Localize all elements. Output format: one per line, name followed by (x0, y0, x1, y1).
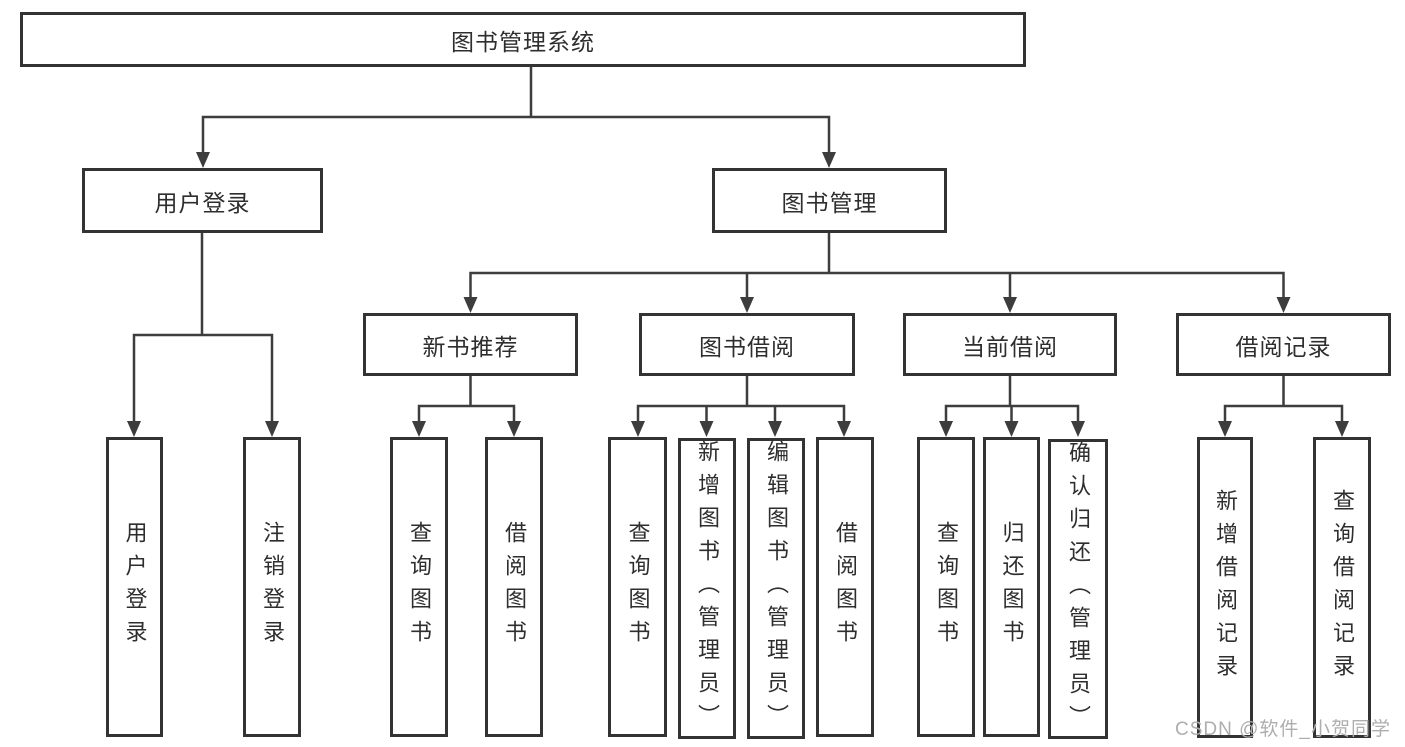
node-book-borrowing: 图书借阅 (639, 313, 855, 376)
leaf-label: 用户登录 (122, 521, 148, 653)
leaf-confirm-return-admin: 确认归还（管理员） (1048, 439, 1108, 739)
wire-mgmt-to-level3 (469, 231, 1285, 299)
arrowheads-level3 (463, 297, 1291, 313)
wire-root-to-level2 (201, 65, 831, 154)
node-book-management: 图书管理 (712, 168, 947, 233)
leaf-label: 注销登录 (260, 521, 285, 653)
leaf-label: 新增图书（管理员） (695, 440, 720, 737)
node-borrowing-records: 借阅记录 (1176, 313, 1391, 376)
leaf-user-login: 用户登录 (106, 437, 163, 737)
leaf-query-borrow-record: 查询借阅记录 (1313, 437, 1371, 738)
arrowheads-records (1218, 421, 1349, 437)
leaf-borrow-books-recommend: 借阅图书 (485, 437, 543, 737)
leaf-label: 查询图书 (625, 521, 651, 653)
leaf-logout: 注销登录 (243, 437, 301, 737)
arrowheads-login (127, 421, 279, 437)
leaf-label: 查询借阅记录 (1330, 488, 1355, 687)
node-label: 用户登录 (154, 189, 251, 216)
node-label: 当前借阅 (962, 333, 1058, 360)
wire-borrowing-to-leaves (636, 374, 846, 423)
node-label: 图书管理 (781, 189, 878, 216)
arrowheads-level2 (196, 152, 836, 168)
leaf-add-borrow-record: 新增借阅记录 (1197, 437, 1253, 738)
leaf-label: 查询图书 (407, 521, 432, 653)
leaf-return-books: 归还图书 (983, 437, 1040, 737)
leaf-label: 编辑图书（管理员） (764, 440, 789, 737)
leaf-add-book-admin: 新增图书（管理员） (678, 438, 736, 739)
leaf-query-books-borrowing: 查询图书 (608, 437, 667, 737)
leaf-borrow-books-borrowing: 借阅图书 (816, 437, 874, 737)
node-label: 图书借阅 (699, 333, 795, 360)
leaf-label: 确认归还（管理员） (1066, 440, 1091, 738)
leaf-edit-book-admin: 编辑图书（管理员） (747, 438, 805, 739)
wire-current-to-leaves (944, 374, 1080, 423)
node-label: 图书管理系统 (451, 28, 595, 55)
watermark-text: CSDN @软件_小贺同学 (1175, 719, 1391, 740)
leaf-label: 归还图书 (999, 521, 1025, 653)
leaf-query-books-recommend: 查询图书 (390, 437, 448, 737)
wire-records-to-leaves (1223, 374, 1344, 423)
leaf-label: 借阅图书 (502, 521, 527, 653)
leaf-label: 查询图书 (934, 521, 959, 653)
node-library-system: 图书管理系统 (20, 12, 1026, 67)
arrowheads-borrowing (631, 421, 851, 437)
wire-recommend-to-leaves (417, 374, 516, 423)
node-label: 借阅记录 (1235, 333, 1332, 360)
node-user-login: 用户登录 (82, 168, 323, 233)
leaf-label: 借阅图书 (833, 521, 858, 653)
leaf-query-books-current: 查询图书 (917, 437, 975, 737)
node-current-borrowing: 当前借阅 (903, 313, 1117, 376)
wire-login-to-leaves (132, 231, 274, 423)
arrowheads-current (939, 421, 1085, 437)
node-new-book-recommendation: 新书推荐 (363, 313, 578, 376)
arrowheads-recommend (412, 421, 521, 437)
node-label: 新书推荐 (422, 333, 519, 360)
leaf-label: 新增借阅记录 (1213, 488, 1238, 687)
